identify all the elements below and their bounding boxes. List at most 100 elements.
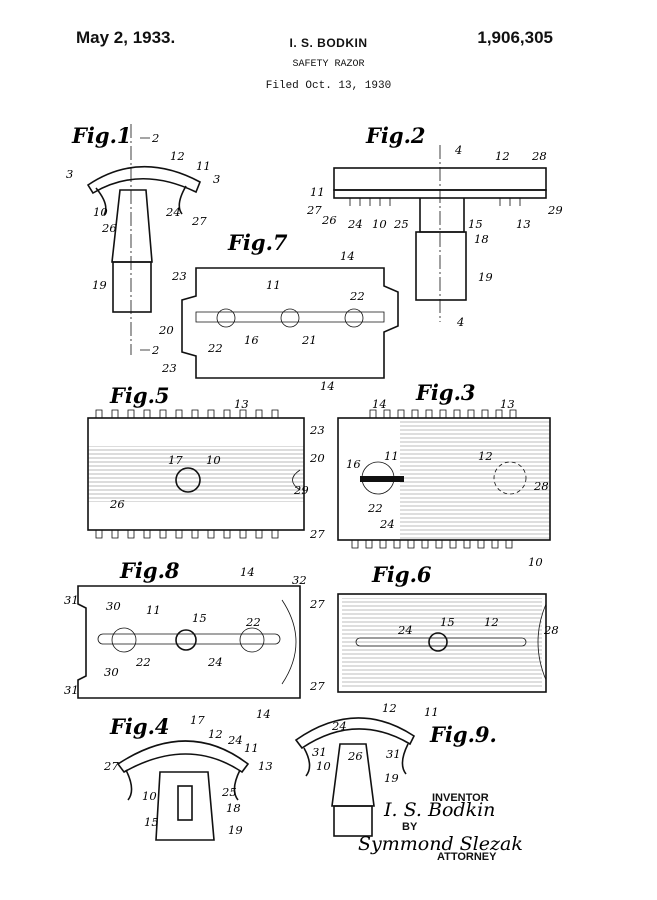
reference-numeral: 27	[309, 679, 325, 693]
reference-numeral: 31	[64, 593, 79, 607]
reference-numeral: 27	[191, 214, 207, 228]
reference-numeral: 28	[533, 479, 549, 493]
reference-numeral: 15	[468, 217, 483, 231]
reference-numeral: 31	[386, 747, 401, 761]
reference-numeral: 22	[245, 615, 261, 629]
reference-numeral: 14	[240, 565, 255, 579]
reference-numeral: 22	[349, 289, 365, 303]
reference-numeral: 10	[372, 217, 387, 231]
reference-numeral: 25	[393, 217, 409, 231]
reference-numeral: 19	[384, 771, 399, 785]
reference-numeral: 24	[347, 217, 363, 231]
reference-numeral: 31	[64, 683, 79, 697]
reference-numeral: 12	[170, 149, 185, 163]
reference-numeral: 22	[367, 501, 383, 515]
inventor-label: INVENTOR	[432, 792, 489, 804]
reference-numeral: 11	[244, 741, 259, 755]
reference-numeral: 29	[547, 203, 563, 217]
reference-numeral: 26	[101, 221, 117, 235]
reference-numeral: 16	[244, 333, 259, 347]
reference-numeral: 12	[484, 615, 499, 629]
figure-4: Fig.4 17 12 24 11 27 13 25 10 18 15 19	[103, 713, 273, 841]
reference-numeral: 12	[208, 727, 223, 741]
reference-numeral: 20	[309, 451, 325, 465]
reference-numeral: 19	[478, 270, 493, 284]
reference-numeral: 27	[309, 527, 325, 541]
reference-numeral: 24	[165, 205, 181, 219]
reference-numeral: 23	[309, 423, 325, 437]
reference-numeral: 4	[454, 143, 462, 157]
reference-numeral: 10	[528, 555, 543, 569]
reference-numeral: 26	[109, 497, 125, 511]
figure-3: Fig.3 14 13 23 11 12 20 16 28 22 24 27 1…	[309, 380, 551, 569]
reference-numeral: 11	[196, 159, 211, 173]
reference-numeral: 12	[495, 149, 510, 163]
reference-numeral: 17	[168, 453, 183, 467]
reference-numeral: 19	[92, 278, 107, 292]
reference-numeral: 10	[93, 205, 108, 219]
reference-numeral: 27	[306, 203, 322, 217]
reference-numeral: 13	[516, 217, 531, 231]
fig1-label: Fig.1	[71, 123, 132, 148]
fig5-label: Fig.5	[109, 383, 170, 408]
figure-6: Fig.6 27 24 15 12 28 27	[309, 562, 559, 693]
reference-numeral: 10	[142, 789, 157, 803]
reference-numeral: 14	[320, 379, 335, 393]
patent-number: 1,906,305	[477, 28, 553, 47]
reference-numeral: 15	[144, 815, 159, 829]
reference-numeral: 28	[543, 623, 559, 637]
reference-numeral: 13	[258, 759, 273, 773]
figure-7: Fig.7 14 23 11 22 20 22 16 21 23 14	[158, 230, 399, 393]
reference-numeral: 13	[234, 397, 249, 411]
reference-numeral: 32	[292, 573, 307, 587]
reference-numeral: 24	[207, 655, 223, 669]
fig8-label: Fig.8	[119, 558, 180, 583]
reference-numeral: 10	[206, 453, 221, 467]
reference-numeral: 24	[331, 719, 347, 733]
reference-numeral: 30	[104, 665, 119, 679]
fig9-label: Fig.9.	[429, 722, 497, 747]
reference-numeral: 26	[321, 213, 337, 227]
reference-numeral: 19	[228, 823, 243, 837]
reference-numeral: 3	[213, 172, 220, 186]
fig3-label: Fig.3	[415, 380, 476, 405]
reference-numeral: 2	[151, 131, 159, 145]
reference-numeral: 18	[474, 232, 489, 246]
inventor-name: I. S. BODKIN	[289, 36, 368, 50]
reference-numeral: 24	[227, 733, 243, 747]
attorney-label: ATTORNEY	[437, 851, 497, 863]
reference-numeral: 27	[309, 597, 325, 611]
reference-numeral: 14	[340, 249, 355, 263]
patent-title: SAFETY RAZOR	[292, 59, 365, 70]
reference-numeral: 12	[382, 701, 397, 715]
reference-numeral: 3	[66, 167, 73, 181]
reference-numeral: 12	[478, 449, 493, 463]
reference-numeral: 30	[106, 599, 121, 613]
attorney-signature: Symmond Slezak	[358, 833, 523, 855]
figure-9: Fig.9. 12 11 24 31 26 31 10 19	[294, 701, 497, 837]
figure-5: Fig.5 13 17 10 26 29	[87, 383, 309, 539]
reference-numeral: 23	[161, 361, 177, 375]
patent-date: May 2, 1933.	[76, 28, 176, 47]
reference-numeral: 24	[379, 517, 395, 531]
reference-numeral: 14	[256, 707, 271, 721]
reference-numeral: 22	[135, 655, 151, 669]
reference-numeral: 25	[221, 785, 237, 799]
reference-numeral: 26	[347, 749, 363, 763]
inventor-signature: I. S. Bodkin	[383, 799, 495, 821]
fig6-label: Fig.6	[371, 562, 432, 587]
reference-numeral: 27	[103, 759, 119, 773]
reference-numeral: 13	[500, 397, 515, 411]
reference-numeral: 24	[397, 623, 413, 637]
reference-numeral: 15	[440, 615, 455, 629]
fig4-label: Fig.4	[109, 714, 170, 739]
reference-numeral: 14	[372, 397, 387, 411]
reference-numeral: 31	[312, 745, 327, 759]
reference-numeral: 11	[266, 278, 281, 292]
reference-numeral: 11	[424, 705, 439, 719]
reference-numeral: 11	[146, 603, 161, 617]
reference-numeral: 15	[192, 611, 207, 625]
reference-numeral: 20	[158, 323, 174, 337]
reference-numeral: 29	[293, 483, 309, 497]
